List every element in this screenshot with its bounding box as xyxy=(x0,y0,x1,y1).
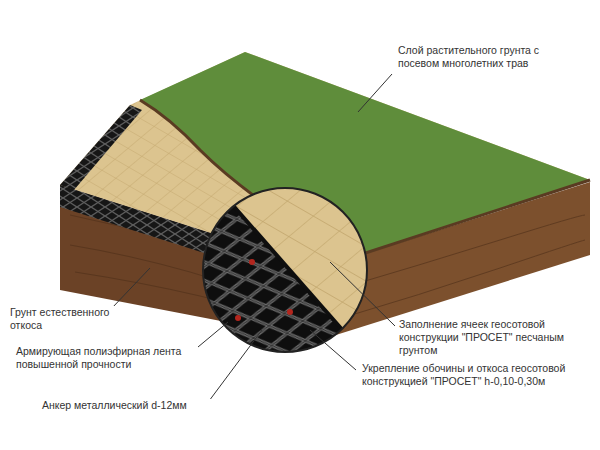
callout-label: Армирующая полиэфирная лента повышенной … xyxy=(14,345,198,371)
magnifier-rim xyxy=(203,188,367,352)
callout-label: Анкер металлический d-12мм xyxy=(40,399,214,412)
grass-layer xyxy=(140,52,590,258)
magnifier xyxy=(200,185,375,355)
callout-label: Слой растительного грунта с посевом мног… xyxy=(396,44,560,70)
geocell-edge xyxy=(60,105,142,190)
callout-label: Заполнение ячеек геосотовой конструкции … xyxy=(397,318,596,357)
callout-label: Укрепление обочины и откоса геосотовой к… xyxy=(360,362,596,388)
callout-label: Грунт естественного откоса xyxy=(8,306,116,332)
